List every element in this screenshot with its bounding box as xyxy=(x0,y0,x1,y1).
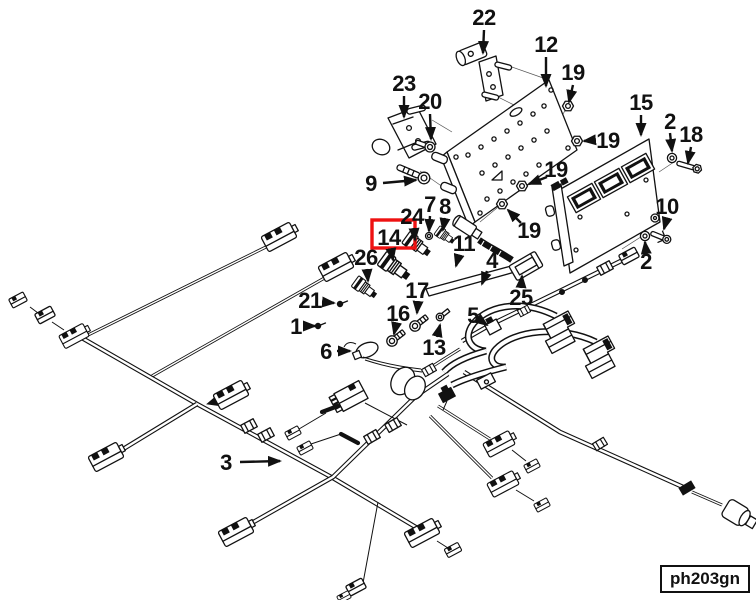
callout-26-16-arrow xyxy=(391,321,402,336)
part-9-bolt xyxy=(396,164,431,185)
callout-15-8-label[interactable]: 8 xyxy=(439,194,452,219)
callout-7-18-label[interactable]: 18 xyxy=(679,122,703,147)
part-2-washer-bottom xyxy=(639,230,651,242)
callout-2-19-label[interactable]: 19 xyxy=(561,60,585,85)
callout-16-24-label[interactable]: 24 xyxy=(400,204,425,229)
part-19-nut xyxy=(561,100,575,112)
callout-11-10-arrow xyxy=(661,215,673,231)
callout-22-5-arrow xyxy=(474,313,489,327)
part-26-sensor xyxy=(350,275,380,302)
callout-21-25-arrow xyxy=(515,274,527,289)
callout-7-18-arrow xyxy=(684,146,696,165)
callout-4-20-arrow xyxy=(425,113,437,141)
callout-12-19-label[interactable]: 19 xyxy=(517,218,541,243)
callout-3-23-label[interactable]: 23 xyxy=(392,71,416,96)
callout-13-2-arrow xyxy=(640,240,652,255)
callout-0-22-arrow xyxy=(478,29,490,55)
callout-19-11-arrow xyxy=(453,252,465,268)
part-19-nut xyxy=(495,198,509,210)
callout-18-26-label[interactable]: 26 xyxy=(354,245,378,270)
callout-4-20-label[interactable]: 20 xyxy=(418,89,442,114)
callout-10-19-arrow xyxy=(527,174,548,186)
callout-6-2-label[interactable]: 2 xyxy=(664,109,677,134)
part-2-washer-top xyxy=(666,152,678,164)
callout-13-2-label[interactable]: 2 xyxy=(640,249,653,274)
callout-9-9-arrow xyxy=(382,175,418,187)
callout-18-26-arrow xyxy=(361,268,373,283)
part-21-plug xyxy=(336,300,349,308)
callout-9-9-label[interactable]: 9 xyxy=(365,171,378,196)
part-15-ecm xyxy=(544,138,661,274)
part-19-nut xyxy=(515,180,529,192)
callout-22-5-label[interactable]: 5 xyxy=(467,303,480,328)
callout-12-19-arrow xyxy=(506,208,522,224)
part-25-sensor-lead xyxy=(452,214,544,281)
callout-5-15-label[interactable]: 15 xyxy=(629,90,653,115)
callout-20-4-arrow xyxy=(480,270,492,286)
part-6-cable-tie xyxy=(343,341,423,373)
callout-15-8-arrow xyxy=(439,217,451,232)
harness-artwork xyxy=(7,41,756,600)
callout-20-4-label[interactable]: 4 xyxy=(486,248,500,273)
part-13-screw xyxy=(435,308,451,322)
callout-24-1-label[interactable]: 1 xyxy=(290,314,303,339)
callout-23-21-arrow xyxy=(321,296,336,308)
ecm-breakout-connectors xyxy=(414,302,623,398)
callout-14-7-label[interactable]: 7 xyxy=(424,192,437,217)
black-clip xyxy=(437,384,457,404)
callout-17-14-label[interactable]: 14 xyxy=(377,225,402,250)
callout-1-12-label[interactable]: 12 xyxy=(534,32,558,57)
callout-8-19-arrow xyxy=(582,134,597,146)
callout-25-6-label[interactable]: 6 xyxy=(320,339,333,364)
connector-leads xyxy=(29,243,329,378)
part-7-washer-hole xyxy=(426,233,432,239)
part-code-text: ph203gn xyxy=(670,569,740,588)
grommet-boot xyxy=(390,366,426,401)
callout-21-25-label[interactable]: 25 xyxy=(509,285,533,310)
part-17-bolt xyxy=(409,314,429,332)
part-12-plate xyxy=(431,79,578,228)
callout-6-2-arrow xyxy=(665,132,677,153)
part-10-bolt xyxy=(650,230,672,245)
part-19-nut xyxy=(570,135,584,147)
callout-0-22-label[interactable]: 22 xyxy=(472,5,496,30)
callout-28-13-label[interactable]: 13 xyxy=(422,335,446,360)
callout-8-19-label[interactable]: 19 xyxy=(596,128,620,153)
callout-27-17-label[interactable]: 17 xyxy=(405,278,429,303)
part-1-plug xyxy=(314,322,327,330)
callout-19-11-label[interactable]: 11 xyxy=(453,231,476,256)
callout-16-24-arrow xyxy=(408,227,420,242)
part-18-bolt xyxy=(676,160,703,174)
callout-11-10-label[interactable]: 10 xyxy=(655,194,679,219)
callout-29-3-arrow xyxy=(239,455,282,467)
callout-27-17-arrow xyxy=(412,300,424,315)
callout-28-13-arrow xyxy=(431,323,443,338)
callout-2-19-arrow xyxy=(566,84,578,104)
callout-14-7-arrow xyxy=(424,215,436,233)
callout-23-21-label[interactable]: 21 xyxy=(298,288,322,313)
callout-10-19-label[interactable]: 19 xyxy=(544,157,568,182)
callout-17-14-arrow xyxy=(385,247,397,262)
part-20-bolt xyxy=(415,139,436,153)
part-7-washer xyxy=(424,231,434,241)
callout-26-16-label[interactable]: 16 xyxy=(386,301,410,326)
harness-connectors xyxy=(7,219,756,600)
part-code-badge: ph203gn xyxy=(660,565,750,593)
callout-29-3-label[interactable]: 3 xyxy=(220,450,233,475)
boot-connector xyxy=(721,499,756,530)
